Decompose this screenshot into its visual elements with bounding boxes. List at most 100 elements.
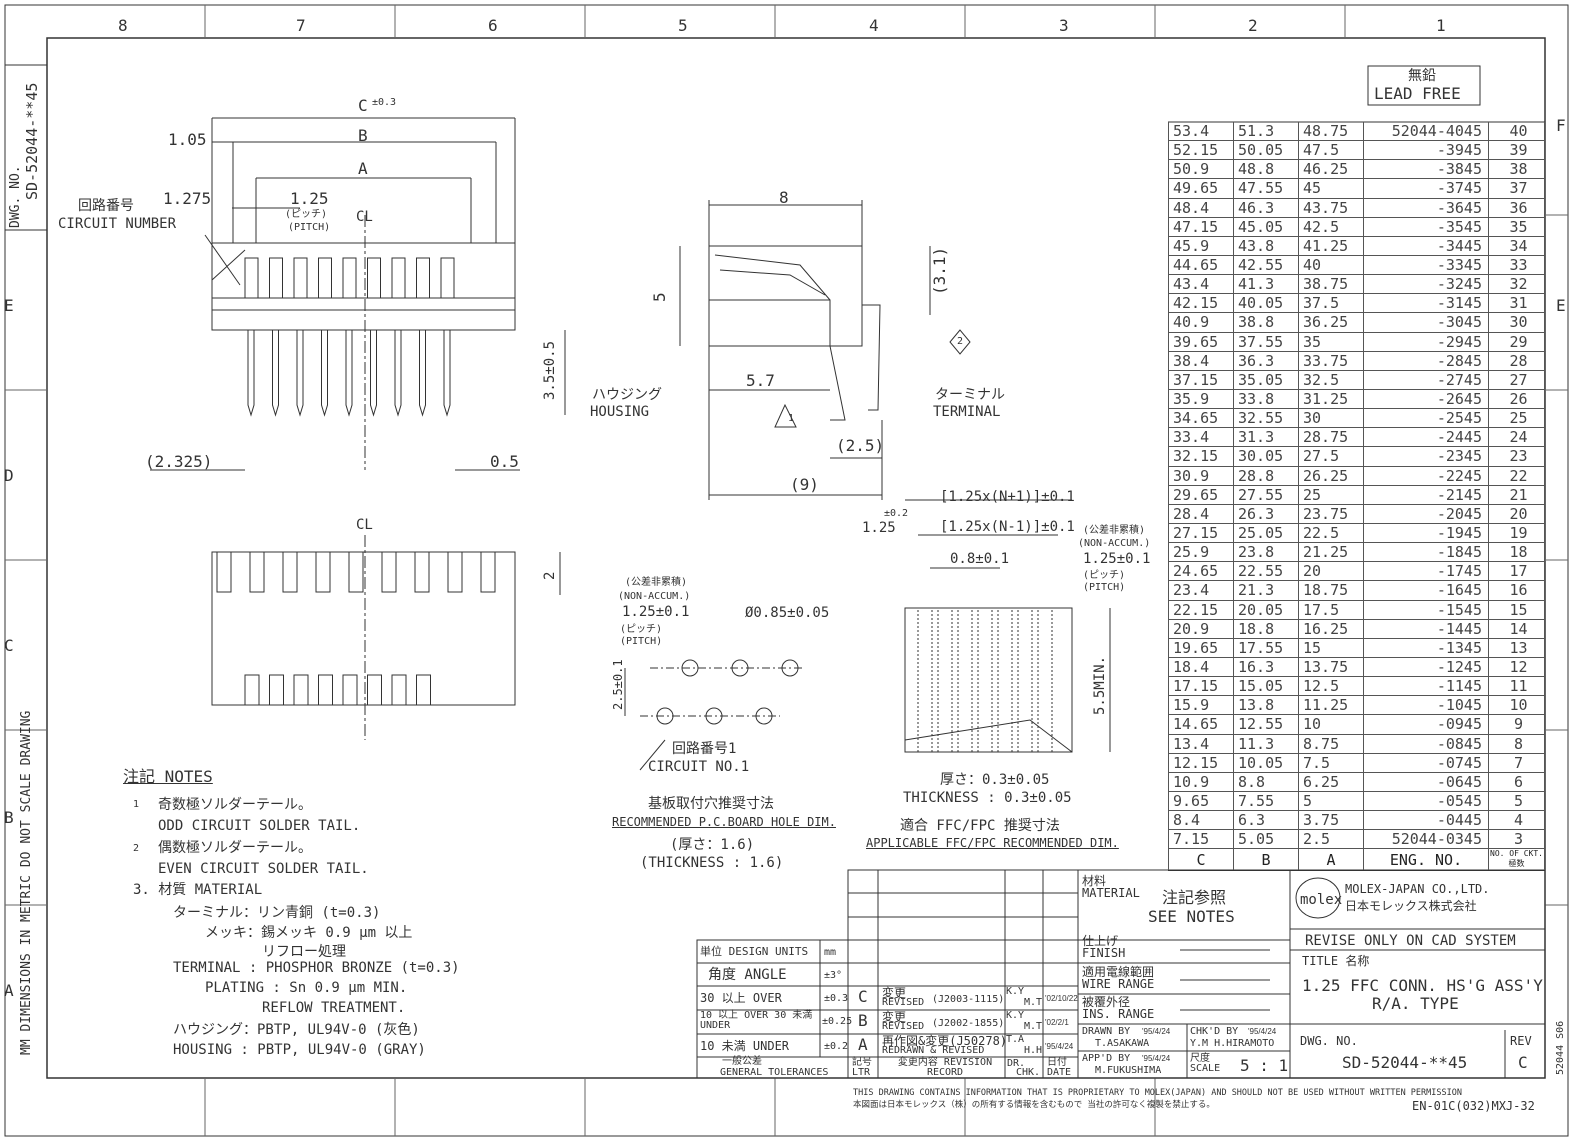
- table-cell: 24.65: [1168, 562, 1233, 581]
- table-cell: 32.55: [1233, 409, 1298, 428]
- table-cell: 47.55: [1233, 179, 1298, 198]
- table-cell: 16: [1488, 581, 1545, 600]
- solder-tail: [321, 330, 328, 417]
- pcb-thick-en: (THICKNESS : 1.6): [640, 855, 784, 871]
- table-cell: 48.4: [1168, 198, 1233, 217]
- tol-r1: 30 以上 OVER: [700, 991, 782, 1005]
- mark-1: 1: [788, 413, 795, 424]
- pcb-nonaccum-jp: (公差非累積): [625, 577, 688, 588]
- table-cell: 28: [1488, 351, 1545, 370]
- solder-tail: [296, 330, 304, 417]
- tol-units-v: mm: [824, 947, 837, 958]
- table-cell: 8.4: [1168, 811, 1233, 830]
- table-cell: 43.75: [1298, 198, 1363, 217]
- table-cell: -2145: [1363, 485, 1488, 504]
- table-cell: -3645: [1363, 198, 1488, 217]
- ffc-outline: [904, 499, 1111, 753]
- bottom-slot: [315, 551, 331, 593]
- solder-tail: [443, 330, 451, 417]
- header-a: A: [1298, 849, 1363, 871]
- table-cell: 20.05: [1233, 600, 1298, 619]
- table-cell: -3245: [1363, 275, 1488, 294]
- revise-only: REVISE ONLY ON CAD SYSTEM: [1305, 933, 1516, 949]
- table-cell: 33: [1488, 255, 1545, 275]
- table-cell: 3.75: [1298, 811, 1363, 830]
- contact-slot: [269, 257, 283, 299]
- table-cell: -1445: [1363, 619, 1488, 638]
- table-cell: 15.9: [1168, 696, 1233, 715]
- contact-slot: [318, 257, 332, 299]
- table-cell: 30: [1298, 409, 1363, 428]
- solder-tail: [272, 330, 279, 417]
- table-cell: 40: [1488, 122, 1545, 141]
- table-cell: 5.05: [1233, 830, 1298, 849]
- table-cell: 18.75: [1298, 581, 1363, 600]
- tol-r3-v: ±0.2: [824, 1041, 849, 1052]
- table-cell: 33.75: [1298, 351, 1363, 370]
- table-cell: 20: [1488, 504, 1545, 523]
- zone-3: 3: [1059, 16, 1069, 35]
- ins-range-label: 被覆外径 INS. RANGE: [1082, 995, 1155, 1021]
- note-3-line-3: リフロー処理: [262, 944, 346, 960]
- housing-jp: ハウジング: [592, 387, 662, 403]
- table-cell: 32: [1488, 275, 1545, 294]
- bottom-slot: [282, 551, 298, 593]
- table-cell: 36.25: [1298, 313, 1363, 332]
- table-cell: 11: [1488, 677, 1545, 696]
- table-cell: -2645: [1363, 389, 1488, 409]
- table-cell: 23.8: [1233, 543, 1298, 562]
- ffc-0-8: 0.8±0.1: [950, 551, 1010, 567]
- pcb-pitch: 1.25±0.1: [622, 604, 690, 620]
- chk-date: '95/4/24: [1248, 1027, 1277, 1036]
- footer-en: THIS DRAWING CONTAINS INFORMATION THAT I…: [853, 1088, 1462, 1098]
- revision-en: REDRAWN & REVISED: [882, 1045, 985, 1056]
- rev-value: C: [1518, 1053, 1528, 1072]
- scale-value: 5 : 1: [1240, 1056, 1289, 1075]
- zone-ticks: [5, 5, 1568, 1136]
- table-cell: -3145: [1363, 294, 1488, 313]
- revision-ref: (J2002-1855): [932, 1018, 1005, 1029]
- title-line-2: R/A. TYPE: [1372, 994, 1459, 1013]
- contact-slot: [293, 257, 308, 299]
- revision-ref: (J2003-1115): [932, 994, 1005, 1005]
- revision-date: '02/2/1: [1045, 1018, 1069, 1027]
- table-cell: -2745: [1363, 370, 1488, 389]
- table-cell: 15: [1488, 600, 1545, 619]
- table-cell: -3945: [1363, 141, 1488, 160]
- note-1-mark: 1: [133, 799, 140, 810]
- table-cell: 6: [1488, 772, 1545, 791]
- table-cell: 33.8: [1233, 389, 1298, 409]
- table-cell: 52.15: [1168, 141, 1233, 160]
- dim-8: 8: [779, 188, 789, 207]
- table-cell: 29.65: [1168, 485, 1233, 504]
- zone-1: 1: [1436, 16, 1446, 35]
- pcb-title-jp: 基板取付穴推奨寸法: [648, 796, 774, 812]
- housing-en: HOUSING: [590, 404, 650, 420]
- circuit-number-jp: 回路番号: [78, 198, 134, 214]
- rev-h-dr: DR.: [1007, 1058, 1026, 1069]
- app-label: APP'D BY: [1082, 1053, 1131, 1064]
- rev-h-rec: 変更内容 REVISION RECORD: [897, 1057, 993, 1078]
- header-ckt: NO. OF CKT. 極数: [1488, 849, 1545, 871]
- contact-slot: [342, 257, 357, 299]
- table-cell: 40.05: [1233, 294, 1298, 313]
- table-cell: 37.15: [1168, 370, 1233, 389]
- bottom-tooth: [269, 674, 284, 706]
- table-cell: 36: [1488, 198, 1545, 217]
- table-cell: 45.05: [1233, 217, 1298, 236]
- table-cell: -1245: [1363, 657, 1488, 677]
- table-cell: 35: [1298, 332, 1363, 351]
- table-cell: 27.55: [1233, 485, 1298, 504]
- bottom-tooth: [416, 674, 431, 706]
- table-cell: 12.5: [1298, 677, 1363, 696]
- revision-jp: 変更: [882, 1010, 907, 1024]
- table-cell: 25.05: [1233, 523, 1298, 543]
- table-cell: 38.8: [1233, 313, 1298, 332]
